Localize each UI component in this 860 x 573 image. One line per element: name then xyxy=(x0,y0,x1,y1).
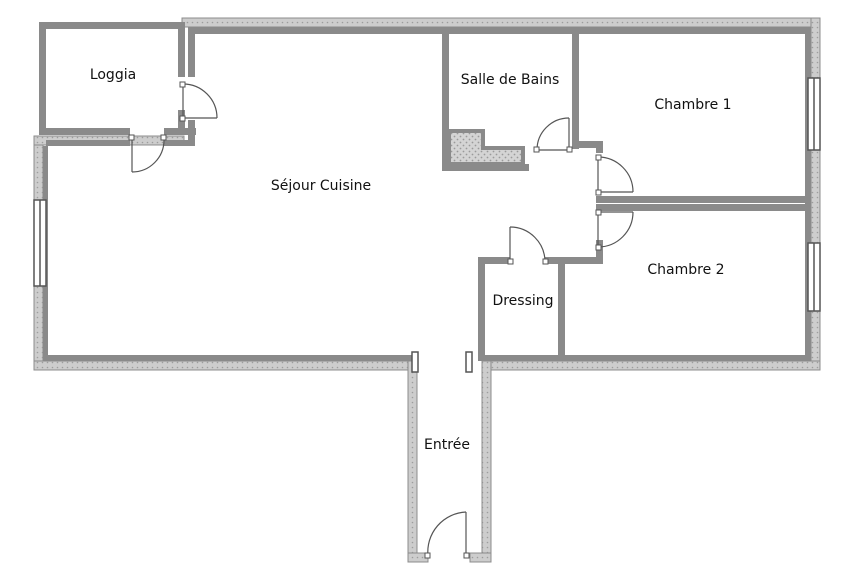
doors xyxy=(131,83,634,557)
room-label-sejour-cuisine: Séjour Cuisine xyxy=(271,178,371,194)
shaft-hatch xyxy=(447,129,525,166)
room-label-salle-de-bains: Salle de Bains xyxy=(461,72,560,88)
door-hinges xyxy=(128,81,602,559)
windows xyxy=(33,77,821,373)
room-label-chambre-1: Chambre 1 xyxy=(654,97,731,113)
room-label-chambre-2: Chambre 2 xyxy=(647,262,724,278)
room-label-entree: Entrée xyxy=(424,437,470,453)
room-label-loggia: Loggia xyxy=(90,67,136,83)
room-label-dressing: Dressing xyxy=(492,293,553,309)
interior-walls xyxy=(39,22,811,361)
